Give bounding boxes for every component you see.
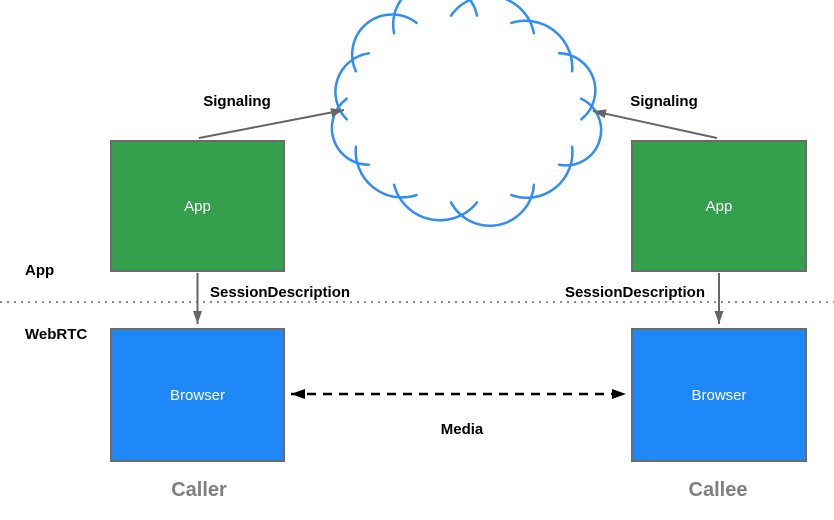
signaling-label-left: Signaling <box>203 93 271 110</box>
node-callee-browser: Browser <box>631 328 807 462</box>
media-label: Media <box>440 421 484 438</box>
cloud-icon <box>330 0 603 227</box>
session-description-label-right: SessionDescription <box>564 284 705 301</box>
node-caller-app: App <box>110 140 285 272</box>
node-callee-browser-label: Browser <box>691 386 747 404</box>
lane-label-webrtc: WebRTC <box>25 326 88 343</box>
session-description-label-left: SessionDescription <box>210 284 351 301</box>
signaling-arrow-right <box>592 109 718 139</box>
lane-label-app: App <box>25 262 55 279</box>
node-callee-app: App <box>631 140 807 272</box>
callee-label: Callee <box>688 479 748 501</box>
node-caller-app-label: App <box>184 197 211 215</box>
caller-label: Caller <box>171 479 227 501</box>
node-caller-browser: Browser <box>110 328 285 462</box>
signaling-arrow-left <box>198 108 345 139</box>
node-callee-app-label: App <box>705 197 733 215</box>
node-caller-browser-label: Browser <box>169 386 225 404</box>
signaling-label-right: Signaling <box>630 93 698 110</box>
